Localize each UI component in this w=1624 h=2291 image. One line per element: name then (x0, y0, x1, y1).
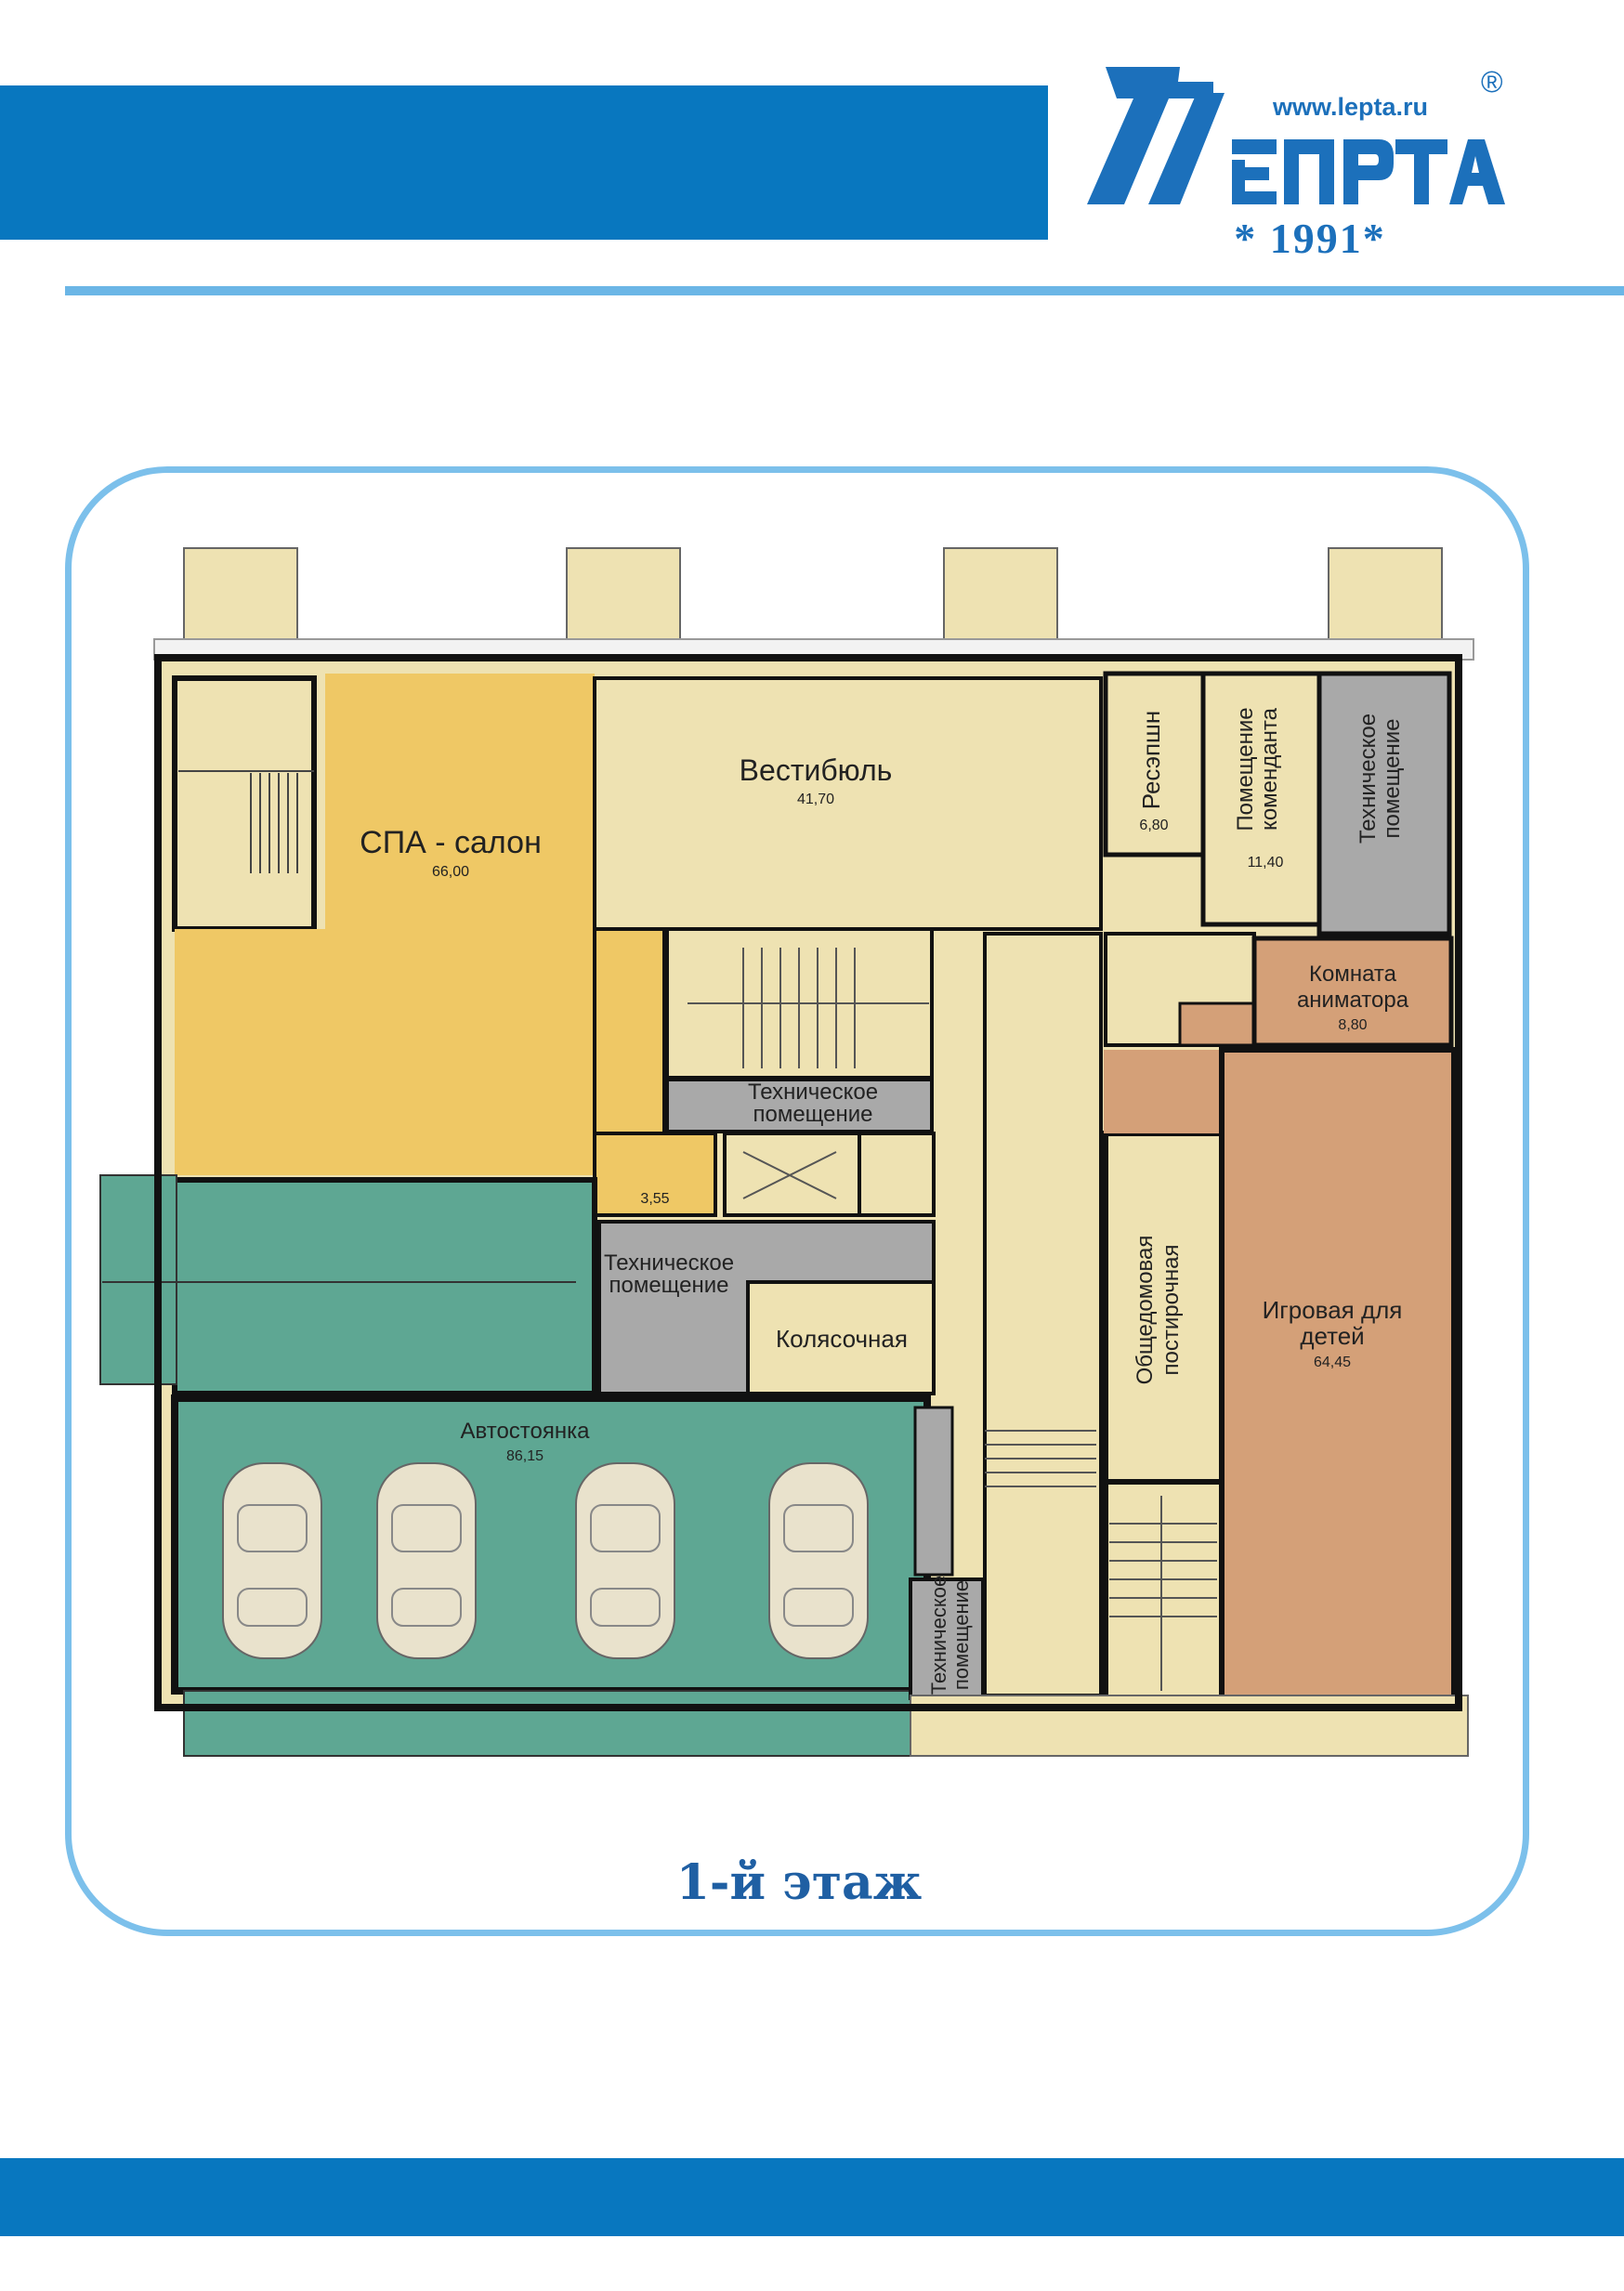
stair-room-top-left (172, 675, 317, 932)
tech-top-right-label-2: помещение (1380, 718, 1405, 838)
header-divider (65, 286, 1624, 295)
small-room-area: 3,55 (640, 1191, 669, 1207)
animator-area: 8,80 (1338, 1017, 1367, 1033)
reception-label: Ресэпшн (1137, 711, 1165, 810)
outer-wall (154, 654, 1462, 1711)
room-small (593, 1132, 717, 1217)
entrance-porches (183, 547, 1443, 653)
room-stroller (746, 1280, 936, 1395)
ramp (99, 1174, 177, 1385)
brand-year: * 1991* (1234, 215, 1386, 262)
room-spa-lower (175, 929, 595, 1175)
spa-area: 66,00 (432, 864, 469, 880)
room-animator (1251, 936, 1454, 1048)
room-green-upper (172, 1177, 597, 1396)
room-tech-center (665, 1078, 934, 1133)
room-commandant (1200, 671, 1322, 927)
parking-apron (183, 1690, 914, 1757)
floor-title: 1-й этаж (675, 1854, 923, 1911)
registered-mark: ® (1481, 65, 1503, 98)
commandant-label-2: коменданта (1257, 707, 1282, 831)
reception-area: 6,80 (1139, 818, 1168, 833)
commandant-area: 11,40 (1248, 855, 1284, 871)
vestibule-label: Вестибюль (740, 753, 893, 787)
vestibule-area: 41,70 (797, 792, 834, 807)
room-vestibule (593, 676, 1103, 931)
footer-band (0, 2158, 1624, 2236)
brand-url[interactable]: www.lepta.ru (1273, 93, 1429, 121)
commandant-label-1: Помещение (1233, 707, 1258, 831)
parking-area: 86,15 (506, 1448, 544, 1464)
tech-mid-label-1: Техническое (604, 1250, 734, 1276)
room-tech-top-right (1316, 671, 1452, 936)
parking-label: Автостоянка (461, 1419, 591, 1444)
header-band (0, 85, 1048, 240)
tech-top-right-label-1: Техническое (1356, 713, 1381, 844)
tech-bottom-label-1: Техническое (927, 1576, 950, 1695)
laundry-label-1: Общедомовая (1133, 1236, 1158, 1385)
stairs-top-left (178, 770, 314, 873)
tech-bottom-label-2: помещение (950, 1580, 973, 1690)
spa-label: СПА - салон (360, 825, 542, 860)
animator-label-2: аниматора (1297, 988, 1409, 1013)
laundry-label-2: постирочная (1159, 1244, 1184, 1375)
stroller-label: Колясочная (776, 1325, 908, 1353)
stair-lower-right (1103, 1479, 1225, 1703)
playroom-label-2: детей (1300, 1322, 1364, 1350)
parking-cars (222, 1462, 869, 1659)
lepta-logo (1087, 67, 1505, 204)
wc-block (593, 927, 666, 1135)
animator-label-1: Комната (1309, 962, 1397, 987)
room-reception (1103, 671, 1206, 857)
playroom-label-1: Игровая для (1263, 1296, 1403, 1324)
plan-frame (65, 466, 1529, 1936)
central-corridor (983, 932, 1103, 1697)
tech-mid-label-2: помещение (609, 1273, 728, 1298)
stairs-central (985, 1430, 1096, 1487)
floor-plan: СПА - салон 66,00 Вестибюль 41,70 Ресэпш… (99, 547, 1474, 1757)
tech-center-label-2: помещение (753, 1102, 872, 1127)
room-tech-bottom (909, 1578, 985, 1700)
stairs-center (688, 948, 929, 1068)
tech-center-label-1: Техническое (748, 1080, 878, 1105)
room-playroom (1219, 1047, 1457, 1708)
playroom-area: 64,45 (1314, 1355, 1351, 1370)
